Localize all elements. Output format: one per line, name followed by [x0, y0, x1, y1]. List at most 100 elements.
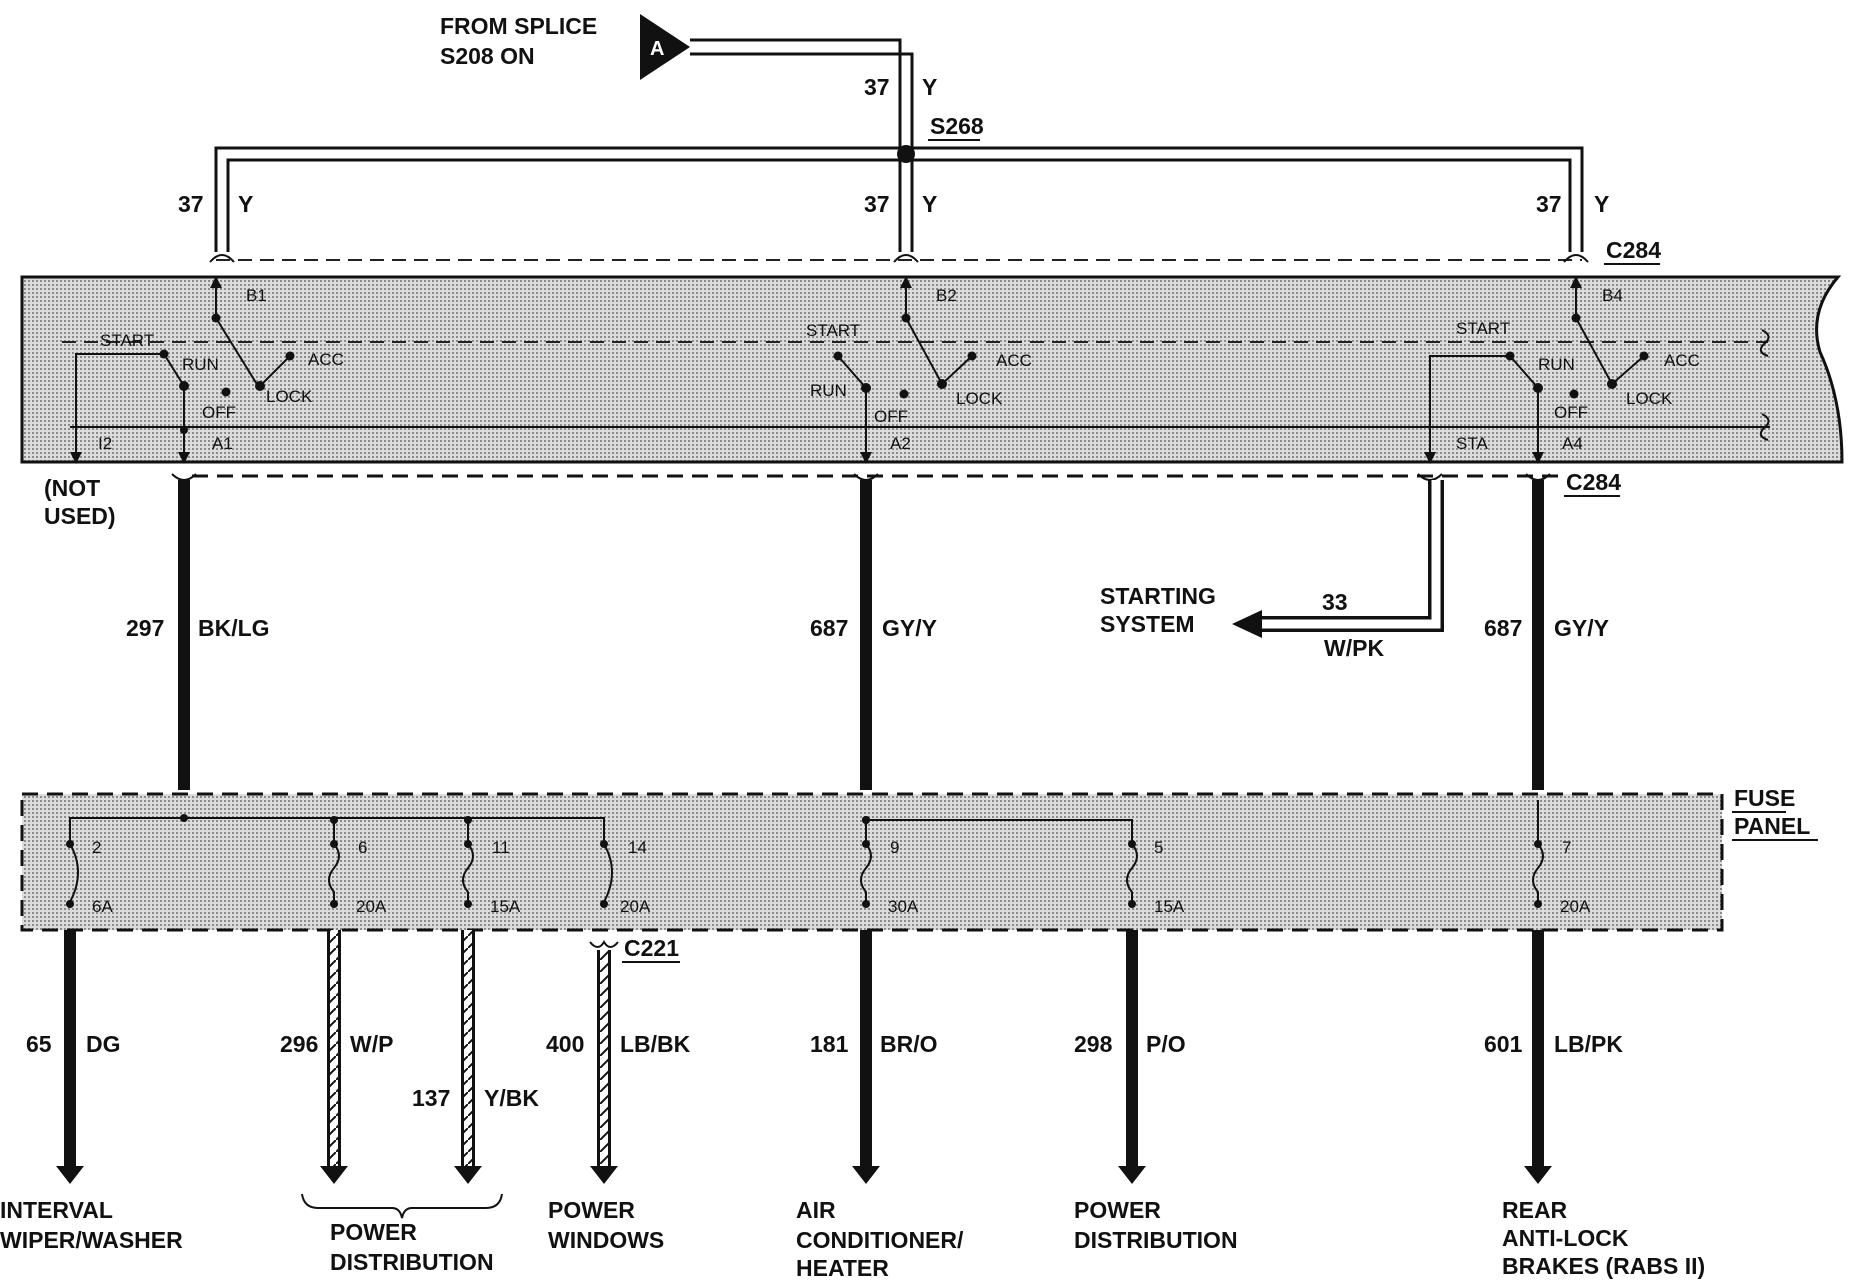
switch-section-1: [70, 276, 295, 464]
source-label-line1: FROM SPLICE: [440, 13, 597, 39]
feed-color-mid: Y: [922, 191, 937, 217]
power-dist-brace: [301, 1193, 503, 1219]
wire-601-circuit: 601: [1484, 1031, 1523, 1057]
pin-i2: I2: [98, 434, 112, 453]
wire-687-b-circuit: 687: [1484, 615, 1522, 641]
fuse-panel-body: [20, 792, 1724, 932]
dest-abs-line1: REAR: [1502, 1197, 1568, 1223]
pos-off-1: OFF: [202, 403, 236, 422]
wire-137-color: Y/BK: [484, 1085, 539, 1111]
dest-ac-line1: AIR: [796, 1197, 836, 1223]
pos-lock-3: LOCK: [1626, 389, 1673, 408]
wire-298: [1118, 930, 1146, 1184]
fuse-6-rating: 20A: [356, 897, 387, 916]
wire-687-b-color: GY/Y: [1554, 615, 1609, 641]
feed-color-right: Y: [1594, 191, 1609, 217]
pos-acc-1: ACC: [308, 350, 344, 369]
wire-296-color: W/P: [350, 1031, 393, 1057]
feed-circuit-mid: 37: [864, 191, 890, 217]
pos-lock-2: LOCK: [956, 389, 1003, 408]
dest-power-dist-1-line2: DISTRIBUTION: [330, 1249, 494, 1275]
wire-601-color: LB/PK: [1554, 1031, 1623, 1057]
wire-400: [589, 940, 619, 1184]
pos-start-1: START: [100, 331, 154, 350]
c284-bottom-label: C284: [1566, 469, 1621, 495]
pos-run-2: RUN: [810, 381, 847, 400]
fuse-5-num: 5: [1154, 838, 1163, 857]
wire-33-color: W/PK: [1324, 635, 1384, 661]
wire-181-circuit: 181: [810, 1031, 849, 1057]
switch-section-2: [833, 276, 977, 464]
fuse-panel-line1: FUSE: [1734, 785, 1795, 811]
fuse-9-num: 9: [890, 838, 899, 857]
fuse-11-rating: 15A: [490, 897, 521, 916]
pos-lock-1: LOCK: [266, 387, 313, 406]
wire-33-starting: [1232, 480, 1444, 638]
dest-power-dist-1-line1: POWER: [330, 1219, 417, 1245]
splice-bus: [214, 146, 1584, 252]
pos-acc-2: ACC: [996, 351, 1032, 370]
wire-33-circuit: 33: [1322, 589, 1348, 615]
wire-297-color: BK/LG: [198, 615, 270, 641]
fuse-7-rating: 20A: [1560, 897, 1591, 916]
pin-sta: STA: [1456, 434, 1488, 453]
wire-298-color: P/O: [1146, 1031, 1186, 1057]
wire-601: [1524, 930, 1552, 1184]
splice-s268-label: S268: [930, 113, 984, 139]
ignition-switch-body: [20, 275, 1844, 464]
connector-a-letter: A: [650, 38, 664, 60]
dest-abs-line2: ANTI-LOCK: [1502, 1225, 1629, 1251]
fuse-14-rating: 20A: [620, 897, 651, 916]
pin-b4: B4: [1602, 286, 1623, 305]
pin-a2: A2: [890, 434, 911, 453]
wire-65-circuit: 65: [26, 1031, 52, 1057]
feed-wire-from-a: [690, 38, 914, 152]
fuse-5-rating: 15A: [1154, 897, 1185, 916]
pos-acc-3: ACC: [1664, 351, 1700, 370]
dest-ac-line3: HEATER: [796, 1255, 889, 1280]
wire-298-circuit: 298: [1074, 1031, 1113, 1057]
source-connector: A FROM SPLICE S208 ON: [440, 13, 690, 80]
splice-s268-dot: [897, 145, 915, 163]
wire-181: [852, 930, 880, 1184]
wire-65: [56, 930, 84, 1184]
feed-color-top: Y: [922, 74, 937, 100]
pos-off-2: OFF: [874, 407, 908, 426]
feed-circuit-left: 37: [178, 191, 204, 217]
dest-windows-line2: WINDOWS: [548, 1227, 664, 1253]
dest-abs-line3: BRAKES (RABS II): [1502, 1253, 1705, 1279]
fuse-2-rating: 6A: [92, 897, 113, 916]
wire-400-circuit: 400: [546, 1031, 584, 1057]
feed-circuit-right: 37: [1536, 191, 1562, 217]
fuse-14: [600, 840, 613, 908]
feed-color-left: Y: [238, 191, 253, 217]
fuse-14-num: 14: [628, 838, 647, 857]
pos-start-2: START: [806, 321, 860, 340]
fuse-11: [462, 816, 474, 908]
connector-a-triangle: [640, 14, 690, 80]
switch-section-3: [1424, 276, 1649, 464]
wire-181-color: BR/O: [880, 1031, 938, 1057]
fuse-2-num: 2: [92, 838, 101, 857]
not-used-line2: USED): [44, 503, 116, 529]
pos-off-3: OFF: [1554, 403, 1588, 422]
pos-start-3: START: [1456, 319, 1510, 338]
source-label-line2: S208 ON: [440, 43, 535, 69]
dest-power-dist-2-line2: DISTRIBUTION: [1074, 1227, 1238, 1253]
wire-65-color: DG: [86, 1031, 121, 1057]
wire-297-circuit: 297: [126, 615, 164, 641]
dest-ac-line2: CONDITIONER/: [796, 1227, 964, 1253]
wire-400-color: LB/BK: [620, 1031, 691, 1057]
fuse-7-num: 7: [1562, 838, 1571, 857]
fuse-7: [1532, 800, 1544, 908]
wire-137: [454, 930, 482, 1184]
wire-296-circuit: 296: [280, 1031, 318, 1057]
c221-label: C221: [624, 935, 679, 961]
pin-a4: A4: [1562, 434, 1583, 453]
wire-687-a-color: GY/Y: [882, 615, 937, 641]
pos-run-1: RUN: [182, 355, 219, 374]
starting-line2: SYSTEM: [1100, 611, 1195, 637]
starting-line1: STARTING: [1100, 583, 1216, 609]
fuse-6: [328, 816, 340, 908]
fuse-2: [66, 820, 79, 908]
